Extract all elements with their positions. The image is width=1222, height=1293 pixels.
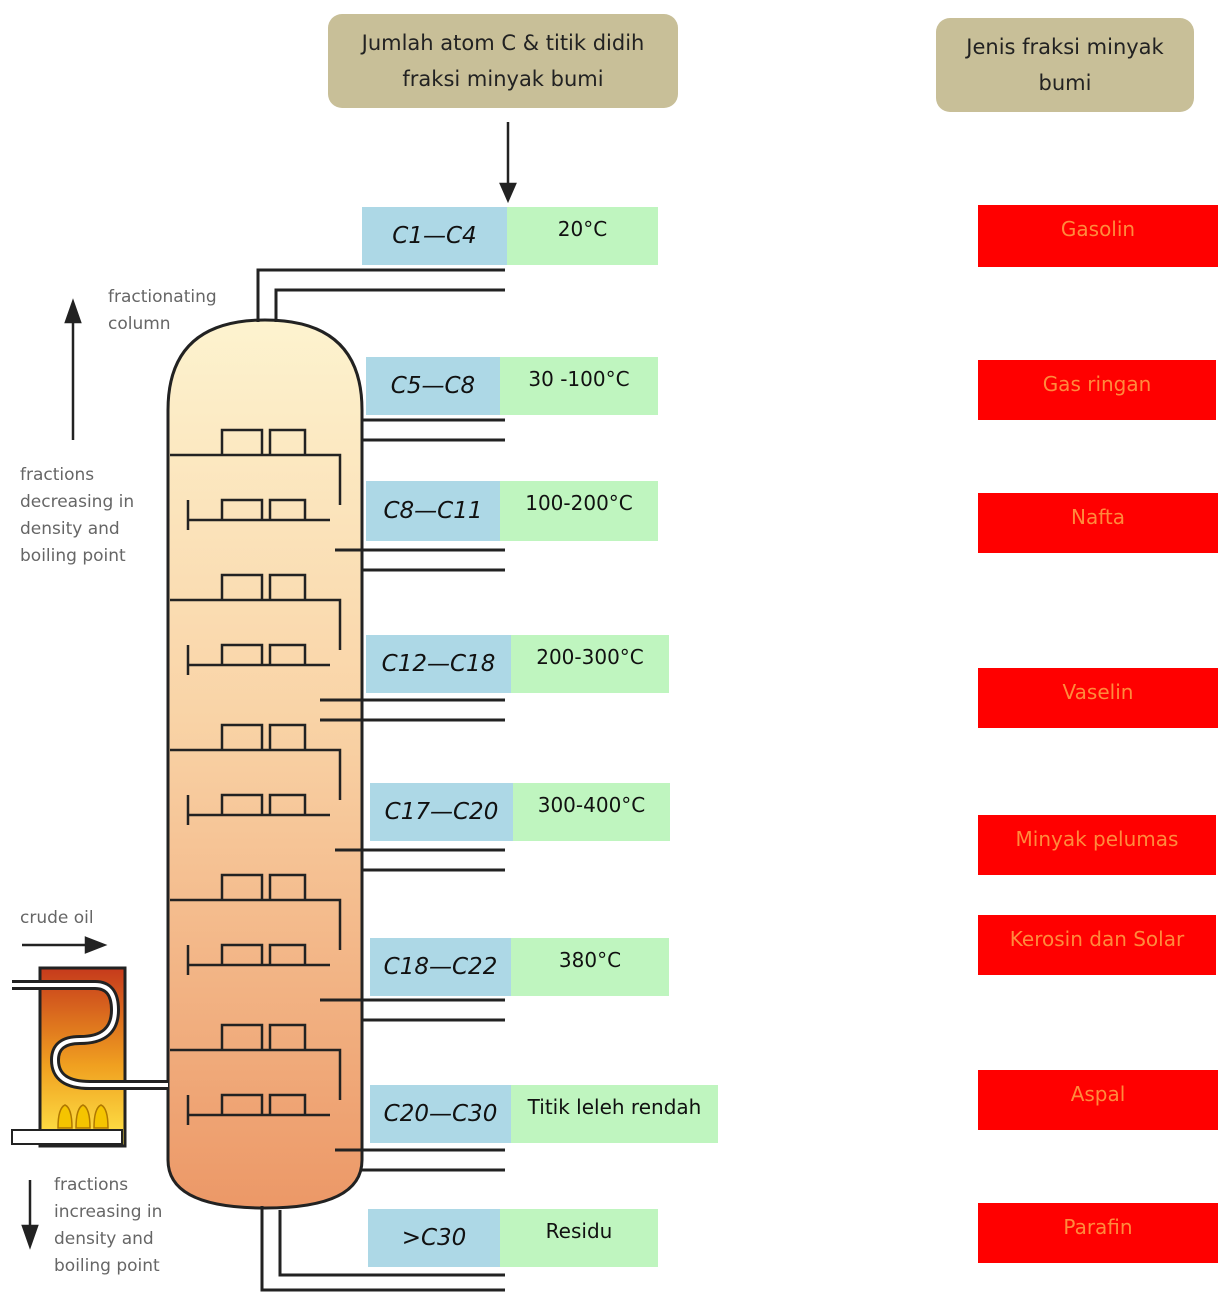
- label-fractionating-column: fractionating column: [108, 287, 217, 334]
- label-fractions-decreasing: fractions decreasing in density and boil…: [20, 465, 135, 566]
- carbon-box-8: >C30: [368, 1209, 500, 1267]
- temp-box-1: 20°C: [507, 207, 658, 265]
- bottom-pipe: [260, 1206, 505, 1292]
- carbon-box-3: C8—C11: [366, 481, 500, 541]
- carbon-box-7: C20—C30: [370, 1085, 511, 1143]
- carbon-box-2: C5—C8: [366, 357, 500, 415]
- temp-box-5: 300-400°C: [513, 783, 670, 841]
- temp-box-3: 100-200°C: [500, 481, 658, 541]
- bottom-pipe-inner: [278, 1210, 505, 1277]
- column-body: [166, 318, 364, 1210]
- carbon-box-6: C18—C22: [370, 938, 511, 996]
- header-carbon-boiling: Jumlah atom C & titik didih fraksi minya…: [328, 14, 678, 108]
- header-fraction-type: Jenis fraksi minyak bumi: [936, 18, 1194, 112]
- temp-box-2: 30 -100°C: [500, 357, 658, 415]
- fraction-type-3: Nafta: [978, 493, 1218, 553]
- fraction-type-6: Kerosin dan Solar: [978, 915, 1216, 975]
- fraction-type-7: Aspal: [978, 1070, 1218, 1130]
- side-draw-pipes: [320, 418, 505, 1172]
- burner-flames: [57, 1104, 109, 1129]
- top-pipe: [256, 268, 505, 322]
- carbon-box-1: C1—C4: [362, 207, 507, 265]
- temp-box-8: Residu: [500, 1209, 658, 1267]
- temp-box-4: 200-300°C: [511, 635, 669, 693]
- fraction-type-1: Gasolin: [978, 205, 1218, 267]
- arrows: [21, 122, 517, 1250]
- label-fractions-increasing: fractions increasing in density and boil…: [54, 1175, 163, 1276]
- carbon-box-5: C17—C20: [370, 783, 513, 841]
- column-trays: [170, 428, 342, 1125]
- header-carbon-boiling-line1: Jumlah atom C & titik didih: [361, 31, 645, 55]
- carbon-box-4: C12—C18: [366, 635, 511, 693]
- header-fraction-type-line1: Jenis fraksi minyak: [966, 35, 1164, 59]
- top-pipe-inner: [274, 288, 505, 322]
- fraction-type-4: Vaselin: [978, 668, 1218, 728]
- header-carbon-boiling-line2: fraksi minyak bumi: [402, 67, 604, 91]
- fraction-type-2: Gas ringan: [978, 360, 1216, 420]
- fraction-type-8: Parafin: [978, 1203, 1218, 1263]
- header-fraction-type-line2: bumi: [1038, 71, 1092, 95]
- label-crude-oil: crude oil: [20, 908, 94, 928]
- fraction-type-5: Minyak pelumas: [978, 815, 1216, 875]
- temp-box-7: Titik leleh rendah: [511, 1085, 718, 1143]
- temp-box-6: 380°C: [511, 938, 669, 996]
